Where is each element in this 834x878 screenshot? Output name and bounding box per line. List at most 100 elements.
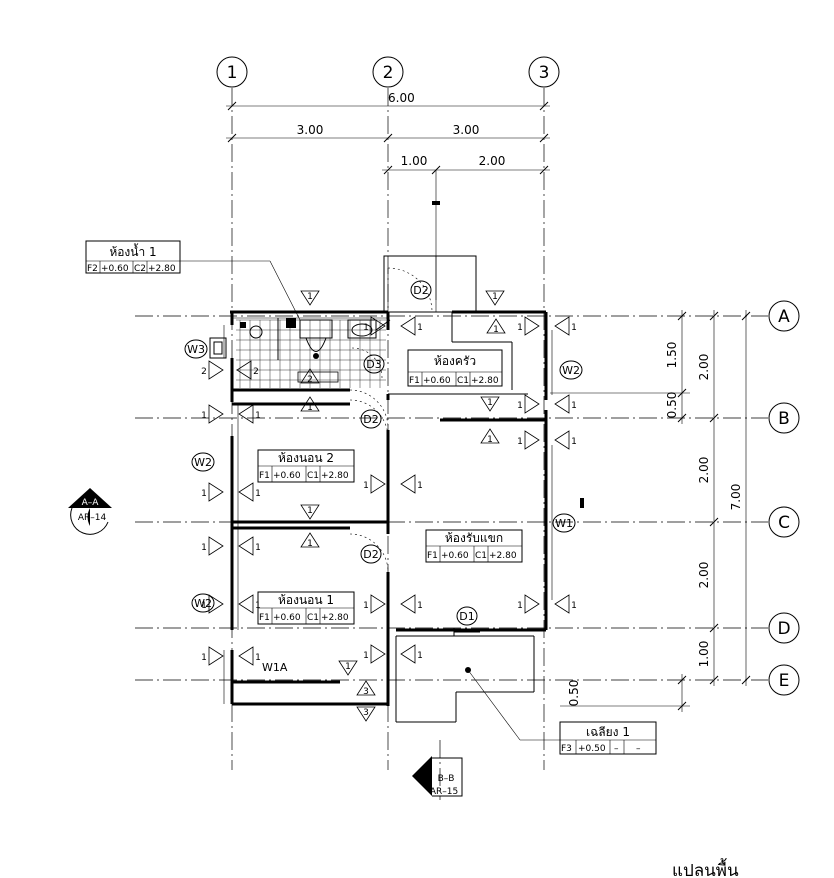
- svg-text:C1: C1: [475, 551, 487, 561]
- elevation-marker-label: 3: [363, 708, 369, 718]
- elevation-marker: 1: [300, 504, 320, 520]
- svg-text:2: 2: [383, 63, 394, 83]
- grid-bubble-3: 3: [528, 56, 560, 88]
- elevation-marker: 1: [363, 316, 386, 336]
- grid-lines: [135, 88, 768, 770]
- room-label-porch: เฉลียง 1 F3 +0.50 – –: [465, 667, 657, 755]
- door-swings: [349, 267, 480, 636]
- svg-text:+2.80: +2.80: [471, 376, 499, 386]
- elevation-marker: 1: [517, 594, 540, 614]
- svg-text:1: 1: [227, 63, 238, 83]
- elevation-marker-label: 1: [417, 481, 423, 491]
- elevation-marker-label: 2: [307, 375, 313, 385]
- elevation-marker: 1: [238, 646, 261, 666]
- elevation-marker-label: 1: [417, 601, 423, 611]
- svg-text:D2: D2: [363, 548, 378, 561]
- svg-text:A: A: [778, 307, 790, 327]
- dim-2-00-a: 2.00: [697, 354, 711, 381]
- svg-text:C1: C1: [457, 376, 469, 386]
- elevation-marker-label: 1: [255, 489, 261, 499]
- svg-text:–: –: [614, 744, 619, 754]
- elevation-marker-label: 1: [571, 401, 577, 411]
- svg-text:W2: W2: [194, 597, 212, 610]
- door-tag-d3: D3: [363, 354, 385, 374]
- window-tag-w3: W3: [184, 337, 227, 359]
- elevation-marker-label: 1: [307, 506, 313, 516]
- dim-3-00-left: 3.00: [297, 123, 324, 137]
- dim-2-00-c: 2.00: [697, 562, 711, 589]
- elevation-marker: 1: [485, 290, 505, 306]
- svg-text:D: D: [777, 619, 790, 639]
- elevation-marker-label: 2: [201, 367, 207, 377]
- elevation-marker-label: 1: [517, 601, 523, 611]
- svg-text:+0.60: +0.60: [273, 613, 301, 623]
- grid-bubble-e: E: [768, 664, 800, 696]
- svg-text:+2.80: +2.80: [148, 264, 176, 274]
- room-name: ห้องน้ำ 1: [109, 243, 156, 259]
- svg-text:3: 3: [539, 63, 550, 83]
- elevation-marker-label: 1: [307, 539, 313, 549]
- elevation-marker: 1: [486, 318, 506, 335]
- svg-text:+2.80: +2.80: [489, 551, 517, 561]
- dim-6-00: 6.00: [388, 91, 415, 105]
- svg-text:D3: D3: [366, 358, 381, 371]
- elevation-marker-label: 1: [345, 662, 351, 672]
- window-tag-w1a: W1A: [262, 661, 288, 674]
- svg-text:C1: C1: [307, 613, 319, 623]
- svg-text:E: E: [779, 671, 790, 691]
- walls: [223, 255, 553, 723]
- elevation-marker: 2: [300, 368, 320, 385]
- room-name: ห้องครัว: [434, 354, 476, 368]
- dim-2-00-b: 2.00: [697, 457, 711, 484]
- elevation-marker: 1: [480, 396, 500, 412]
- elevation-marker: 1: [517, 394, 540, 414]
- svg-text:F1: F1: [259, 471, 270, 481]
- elevation-marker-label: 1: [255, 601, 261, 611]
- room-name: เฉลียง 1: [586, 725, 630, 739]
- elevation-marker: 1: [363, 474, 386, 494]
- svg-text:+0.60: +0.60: [101, 264, 129, 274]
- elevation-marker: 1: [201, 404, 224, 424]
- elevation-marker: 1: [238, 536, 261, 556]
- room-label-bedroom-1: ห้องนอน 1 F1 +0.60 C1 +2.80: [257, 591, 355, 625]
- svg-text:+0.60: +0.60: [273, 471, 301, 481]
- door-tag-d2-bedroom-1: D2: [360, 544, 382, 564]
- elevation-marker: 1: [338, 660, 358, 676]
- door-tag-d2-top: D2: [410, 280, 432, 300]
- elevation-marker-label: 1: [363, 323, 369, 333]
- window-tag-w1: W1: [552, 498, 584, 533]
- elevation-marker-label: 1: [571, 323, 577, 333]
- room-name: ห้องรับแขก: [445, 531, 503, 545]
- elevation-marker-label: 1: [307, 292, 313, 302]
- elevation-marker: 1: [400, 644, 423, 664]
- svg-text:W1A: W1A: [262, 661, 288, 674]
- bathroom-fixtures: [240, 318, 391, 383]
- elevation-marker-label: 1: [255, 543, 261, 553]
- dim-2-00: 2.00: [479, 154, 506, 168]
- svg-text:F1: F1: [259, 613, 270, 623]
- svg-text:W2: W2: [562, 364, 580, 377]
- elevation-marker-label: 1: [201, 489, 207, 499]
- svg-text:F3: F3: [561, 744, 572, 754]
- svg-text:+0.50: +0.50: [578, 744, 606, 754]
- door-tag-d2-bedroom-2: D2: [360, 409, 382, 429]
- svg-text:F2: F2: [87, 264, 98, 274]
- svg-text:+2.80: +2.80: [321, 471, 349, 481]
- dim-0-50-upper: 0.50: [665, 392, 679, 419]
- svg-text:D2: D2: [363, 413, 378, 426]
- section-marker-a-a: A–A AR–14: [68, 488, 112, 535]
- elevation-marker-label: 1: [201, 601, 207, 611]
- grid-bubble-b: B: [768, 402, 800, 434]
- elevation-marker: 3: [356, 706, 376, 722]
- elevation-marker: 1: [400, 316, 423, 336]
- elevation-marker: 1: [201, 536, 224, 556]
- svg-text:F1: F1: [427, 551, 438, 561]
- elevation-marker: 1: [238, 482, 261, 502]
- elevation-marker: 1: [554, 430, 577, 450]
- elevation-marker: 1: [201, 594, 224, 614]
- window-tag-w2-bedroom-2: W2: [191, 452, 215, 472]
- window-tag-w2-bedroom-1: W2: [191, 593, 215, 613]
- elevation-marker-label: 1: [487, 435, 493, 445]
